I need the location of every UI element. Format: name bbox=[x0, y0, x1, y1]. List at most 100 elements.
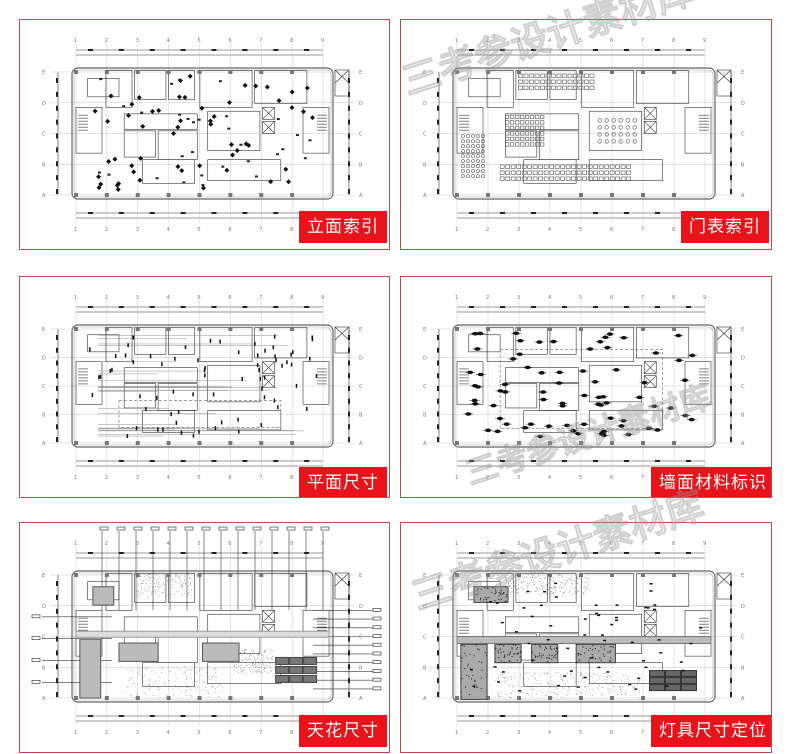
svg-text:A: A bbox=[741, 441, 745, 447]
floor-plan-drawing: 112233445566778899EEDDCCBBAA bbox=[423, 38, 745, 233]
svg-text:2: 2 bbox=[486, 38, 489, 44]
svg-text:E: E bbox=[423, 70, 426, 76]
panel-plan-dimensions[interactable]: 112233445566778899EEDDCCBBAA 平面尺寸 bbox=[19, 276, 390, 498]
svg-text:3: 3 bbox=[136, 38, 139, 44]
svg-text:9: 9 bbox=[703, 295, 706, 301]
svg-text:A: A bbox=[741, 696, 745, 702]
panel-ceiling-dimensions[interactable]: 112233445566778899EEDDCCBBAA 天花尺寸 bbox=[19, 522, 390, 753]
svg-text:1: 1 bbox=[455, 38, 458, 44]
svg-text:C: C bbox=[359, 384, 363, 390]
svg-text:3: 3 bbox=[517, 295, 520, 301]
svg-text:4: 4 bbox=[167, 38, 170, 44]
svg-text:2: 2 bbox=[105, 227, 108, 233]
svg-text:6: 6 bbox=[228, 541, 231, 547]
svg-text:1: 1 bbox=[455, 541, 458, 547]
svg-text:7: 7 bbox=[259, 475, 262, 481]
svg-text:7: 7 bbox=[259, 38, 262, 44]
svg-text:3: 3 bbox=[136, 475, 139, 481]
svg-text:5: 5 bbox=[579, 475, 582, 481]
svg-text:D: D bbox=[359, 101, 363, 107]
svg-text:D: D bbox=[42, 101, 46, 107]
svg-text:1: 1 bbox=[455, 227, 458, 233]
svg-text:A: A bbox=[423, 696, 427, 702]
svg-text:3: 3 bbox=[517, 38, 520, 44]
svg-text:7: 7 bbox=[259, 541, 262, 547]
svg-text:8: 8 bbox=[672, 295, 675, 301]
svg-text:B: B bbox=[42, 665, 46, 671]
svg-text:C: C bbox=[359, 132, 363, 138]
floor-plan-drawing: 112233445566778899EEDDCCBBAA bbox=[423, 295, 745, 481]
svg-text:8: 8 bbox=[290, 730, 293, 736]
svg-text:3: 3 bbox=[517, 475, 520, 481]
svg-text:6: 6 bbox=[228, 295, 231, 301]
svg-text:2: 2 bbox=[486, 227, 489, 233]
svg-text:2: 2 bbox=[105, 38, 108, 44]
svg-text:5: 5 bbox=[579, 295, 582, 301]
svg-text:E: E bbox=[741, 573, 744, 579]
svg-text:C: C bbox=[741, 635, 745, 641]
panel-door-schedule-index[interactable]: 112233445566778899EEDDCCBBAA 门表索引 bbox=[400, 19, 772, 250]
svg-text:8: 8 bbox=[290, 295, 293, 301]
svg-text:D: D bbox=[423, 101, 427, 107]
svg-text:B: B bbox=[741, 665, 745, 671]
svg-text:9: 9 bbox=[321, 38, 324, 44]
svg-text:B: B bbox=[423, 162, 427, 168]
svg-text:2: 2 bbox=[486, 475, 489, 481]
svg-text:4: 4 bbox=[167, 541, 170, 547]
svg-text:D: D bbox=[423, 356, 427, 362]
svg-text:A: A bbox=[423, 441, 427, 447]
svg-text:4: 4 bbox=[548, 475, 551, 481]
svg-text:A: A bbox=[42, 441, 46, 447]
panel-lighting-dimension-positioning[interactable]: 112233445566778899EEDDCCBBAA 灯具尺寸定位 bbox=[400, 522, 772, 753]
svg-text:5: 5 bbox=[198, 38, 201, 44]
svg-text:7: 7 bbox=[641, 38, 644, 44]
svg-text:B: B bbox=[741, 162, 745, 168]
svg-text:8: 8 bbox=[672, 38, 675, 44]
svg-text:8: 8 bbox=[290, 541, 293, 547]
svg-text:4: 4 bbox=[548, 227, 551, 233]
svg-text:E: E bbox=[359, 327, 362, 333]
svg-text:6: 6 bbox=[228, 730, 231, 736]
svg-text:1: 1 bbox=[74, 730, 77, 736]
svg-text:C: C bbox=[423, 132, 427, 138]
svg-text:3: 3 bbox=[136, 227, 139, 233]
svg-text:3: 3 bbox=[136, 730, 139, 736]
floor-plan-drawing: 112233445566778899EEDDCCBBAA bbox=[42, 295, 363, 481]
svg-text:C: C bbox=[423, 635, 427, 641]
svg-text:D: D bbox=[359, 356, 363, 362]
floor-plan-drawing: 112233445566778899EEDDCCBBAA bbox=[42, 38, 363, 233]
svg-text:3: 3 bbox=[517, 227, 520, 233]
svg-text:2: 2 bbox=[486, 295, 489, 301]
svg-text:7: 7 bbox=[259, 227, 262, 233]
svg-text:E: E bbox=[359, 70, 362, 76]
svg-text:9: 9 bbox=[703, 38, 706, 44]
panel-elevation-index[interactable]: 112233445566778899EEDDCCBBAA 立面索引 bbox=[19, 19, 390, 250]
svg-text:D: D bbox=[423, 604, 427, 610]
panel-wall-material-marking[interactable]: 112233445566778899EEDDCCBBAA 墙面材料标识 bbox=[400, 276, 772, 498]
svg-text:8: 8 bbox=[672, 227, 675, 233]
svg-text:6: 6 bbox=[610, 295, 613, 301]
svg-text:A: A bbox=[42, 696, 46, 702]
panel-label: 灯具尺寸定位 bbox=[651, 715, 771, 747]
svg-text:7: 7 bbox=[259, 730, 262, 736]
svg-text:6: 6 bbox=[610, 541, 613, 547]
svg-text:A: A bbox=[359, 193, 363, 199]
svg-text:5: 5 bbox=[198, 730, 201, 736]
svg-text:1: 1 bbox=[455, 475, 458, 481]
svg-text:4: 4 bbox=[548, 730, 551, 736]
svg-text:E: E bbox=[359, 573, 362, 579]
svg-text:8: 8 bbox=[672, 541, 675, 547]
svg-text:D: D bbox=[42, 356, 46, 362]
svg-text:4: 4 bbox=[167, 475, 170, 481]
svg-text:3: 3 bbox=[136, 541, 139, 547]
svg-text:D: D bbox=[741, 356, 745, 362]
svg-text:A: A bbox=[359, 696, 363, 702]
svg-text:E: E bbox=[423, 327, 426, 333]
svg-text:6: 6 bbox=[228, 38, 231, 44]
svg-text:6: 6 bbox=[228, 475, 231, 481]
svg-text:B: B bbox=[423, 665, 427, 671]
svg-text:6: 6 bbox=[610, 38, 613, 44]
svg-text:4: 4 bbox=[548, 541, 551, 547]
svg-text:6: 6 bbox=[610, 475, 613, 481]
svg-text:1: 1 bbox=[455, 295, 458, 301]
